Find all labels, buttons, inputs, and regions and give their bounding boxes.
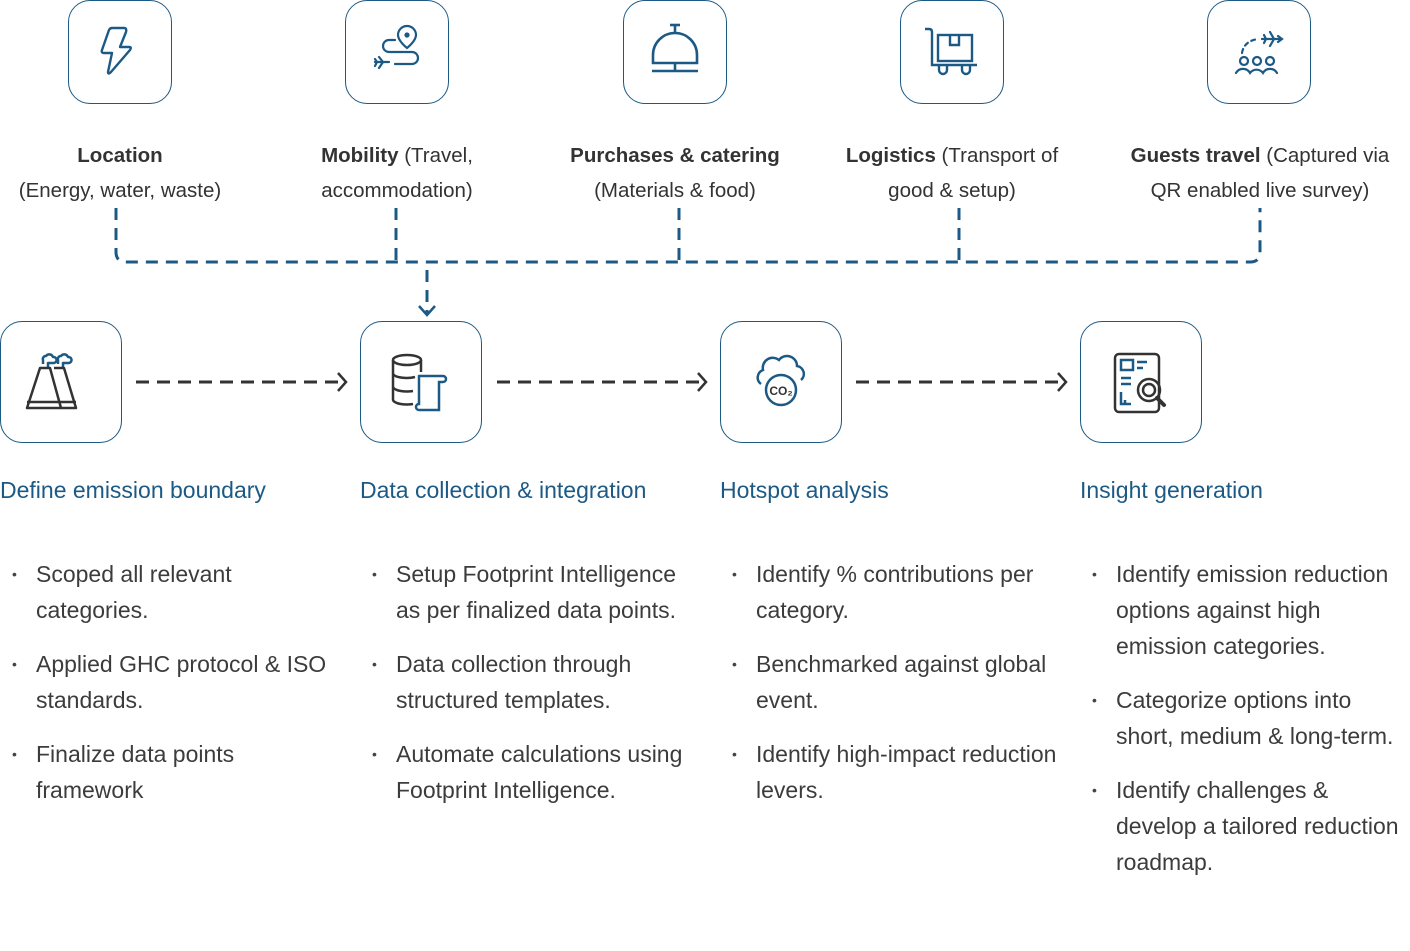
factory-emissions-icon <box>25 353 78 410</box>
bullet-item: Setup Footprint Intelligence as per fina… <box>360 556 700 628</box>
source-label-location: Location (Energy, water, waste) <box>0 138 270 208</box>
guests-plane-icon <box>1234 30 1284 76</box>
database-document-icon <box>391 353 448 412</box>
source-subtitle: (Materials & food) <box>594 179 756 202</box>
source-title: Guests travel <box>1130 144 1261 167</box>
bullet-item: Automate calculations using Footprint In… <box>360 736 700 808</box>
source-title: Logistics <box>845 144 936 167</box>
collector-bus-line <box>114 208 1262 264</box>
lightning-bolt-icon <box>100 26 132 75</box>
bullet-item: Scoped all relevant categories. <box>0 556 330 628</box>
step-box-insight <box>1080 321 1202 443</box>
service-bell-icon <box>651 23 699 73</box>
source-subtitle-inline: (Travel, <box>398 144 473 167</box>
source-subtitle-inline: (Captured via <box>1260 144 1390 167</box>
report-magnifier-icon <box>1113 352 1166 414</box>
step-title: Insight generation <box>1080 477 1263 503</box>
step-box-hotspot: CO₂ <box>720 321 842 443</box>
bullet-item: Identify emission reduction options agai… <box>1080 556 1410 664</box>
source-title: Location <box>77 144 163 167</box>
source-subtitle: accommodation) <box>321 179 473 202</box>
source-title: Purchases & catering <box>570 144 780 167</box>
step-title: Data collection & integration <box>360 477 647 503</box>
bullet-item: Identify challenges & develop a tailored… <box>1080 772 1410 880</box>
step-bullets-data-collection: Setup Footprint Intelligence as per fina… <box>360 556 700 826</box>
step-box-data-collection <box>360 321 482 443</box>
source-box-guests <box>1207 0 1311 104</box>
source-box-logistics <box>900 0 1004 104</box>
source-subtitle-inline: (Transport of <box>935 144 1059 167</box>
source-box-mobility <box>345 0 449 104</box>
source-box-location <box>68 0 172 104</box>
source-label-guests: Guests travel (Captured via QR enabled l… <box>1110 138 1410 208</box>
step-box-define-boundary <box>0 321 122 443</box>
collector-arrowhead <box>418 305 436 317</box>
hand-truck-box-icon <box>925 27 977 76</box>
source-subtitle: good & setup) <box>888 179 1016 202</box>
step-bullets-hotspot: Identify % contributions per category. B… <box>720 556 1060 826</box>
svg-text:CO₂: CO₂ <box>769 384 792 398</box>
flow-arrowhead <box>337 372 348 392</box>
source-label-logistics: Logistics (Transport of good & setup) <box>802 138 1102 208</box>
bullet-item: Identify high-impact reduction levers. <box>720 736 1060 808</box>
flow-arrowhead <box>697 372 708 392</box>
step-title: Define emission boundary <box>0 477 266 503</box>
bullet-item: Data collection through structured templ… <box>360 646 700 718</box>
route-plane-pin-icon <box>373 24 420 70</box>
bullet-item: Applied GHC protocol & ISO standards. <box>0 646 330 718</box>
source-label-purchases: Purchases & catering (Materials & food) <box>525 138 825 208</box>
step-bullets-insight: Identify emission reduction options agai… <box>1080 556 1410 898</box>
co2-cloud-icon: CO₂ <box>756 354 806 407</box>
bullet-item: Finalize data points framework <box>0 736 330 808</box>
source-box-purchases <box>623 0 727 104</box>
source-label-mobility: Mobility (Travel, accommodation) <box>247 138 547 208</box>
bullet-item: Categorize options into short, medium & … <box>1080 682 1410 754</box>
step-title: Hotspot analysis <box>720 477 889 503</box>
source-subtitle: QR enabled live survey) <box>1150 179 1370 202</box>
source-title: Mobility <box>321 144 399 167</box>
bullet-item: Identify % contributions per category. <box>720 556 1060 628</box>
bullet-item: Benchmarked against global event. <box>720 646 1060 718</box>
flow-arrowhead <box>1057 372 1068 392</box>
source-subtitle: (Energy, water, waste) <box>18 179 222 202</box>
step-bullets-define-boundary: Scoped all relevant categories. Applied … <box>0 556 330 826</box>
